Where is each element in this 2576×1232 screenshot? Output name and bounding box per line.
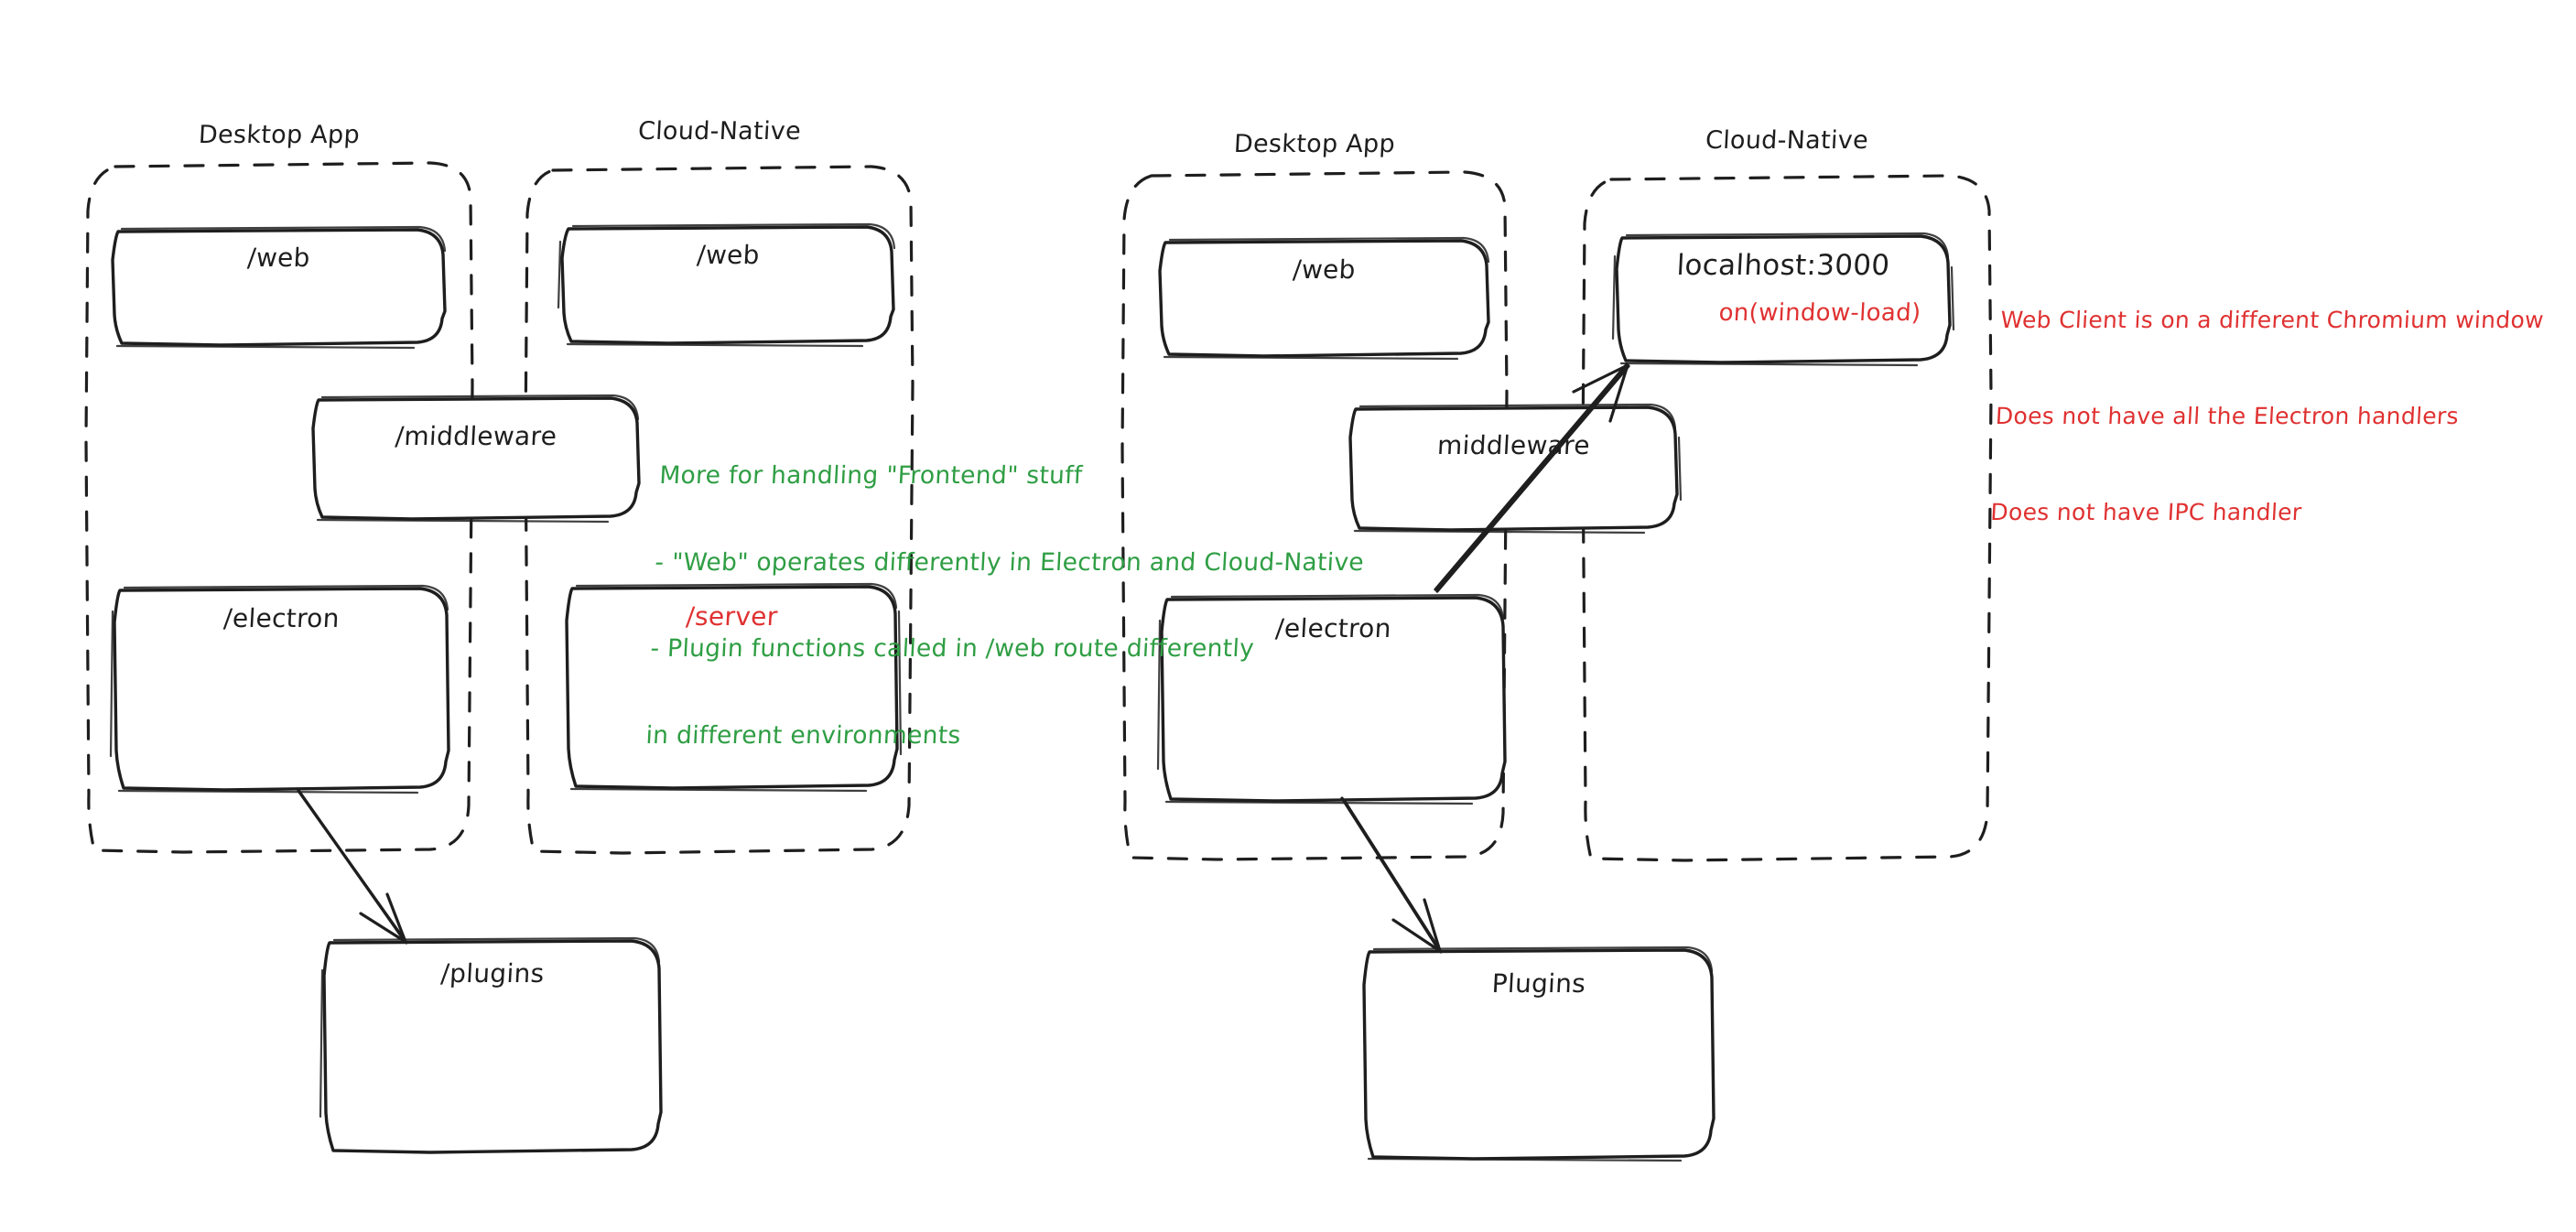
box-label-left-cloud-web: /web bbox=[696, 240, 761, 270]
box-right-plugins bbox=[1362, 946, 1716, 1162]
box-right-localhost bbox=[1611, 232, 1955, 367]
note-red-line-3: Does not have IPC handler bbox=[1989, 499, 2303, 525]
box-left-desktop-web bbox=[111, 225, 447, 350]
box-label-right-desktop-web: /web bbox=[1292, 254, 1357, 285]
box-right-electron bbox=[1156, 593, 1507, 805]
note-green-left: More for handling "Frontend" stuff - "We… bbox=[642, 404, 1368, 807]
note-red-line-1: Web Client is on a different Chromium wi… bbox=[1999, 307, 2545, 333]
group-left-cloud bbox=[524, 165, 915, 855]
box-label-right-middleware: middleware bbox=[1436, 430, 1591, 460]
note-green-line-1: More for handling "Frontend" stuff bbox=[658, 461, 1084, 490]
box-label-left-plugins: /plugins bbox=[439, 958, 546, 989]
note-green-line-4: in different environments bbox=[644, 720, 962, 750]
box-right-middleware bbox=[1348, 403, 1683, 535]
group-title-right-cloud: Cloud-Native bbox=[1705, 126, 1869, 155]
box-right-desktop-web bbox=[1158, 236, 1490, 361]
box-left-middleware bbox=[311, 394, 641, 524]
box-label-right-localhost: localhost:3000 bbox=[1675, 249, 1891, 282]
group-right-desktop bbox=[1120, 170, 1509, 861]
box-label-right-electron: /electron bbox=[1274, 613, 1392, 643]
group-right-cloud bbox=[1581, 174, 1993, 862]
box-label-left-electron: /electron bbox=[222, 603, 341, 633]
group-title-right-desktop: Desktop App bbox=[1233, 130, 1396, 158]
group-title-left-cloud: Cloud-Native bbox=[637, 117, 802, 146]
arrow-left-electron-to-plugins bbox=[296, 787, 408, 945]
note-red-line-2: Does not have all the Electron handlers bbox=[1995, 403, 2460, 429]
box-left-plugins bbox=[319, 936, 663, 1154]
box-left-cloud-web bbox=[557, 222, 896, 348]
box-left-server bbox=[565, 582, 903, 793]
box-left-electron bbox=[109, 584, 450, 794]
box-label-left-desktop-web: /web bbox=[246, 243, 311, 273]
arrow-right-electron-to-plugins bbox=[1340, 796, 1443, 954]
box-label-right-plugins: Plugins bbox=[1490, 968, 1587, 999]
group-left-desktop bbox=[84, 161, 474, 854]
group-title-left-desktop: Desktop App bbox=[198, 121, 361, 149]
arrow-right-electron-to-localhost bbox=[1434, 362, 1630, 593]
box-label-left-middleware: /middleware bbox=[394, 421, 558, 451]
box-sublabel-right-localhost: on(window-load) bbox=[1717, 299, 1922, 327]
note-red-right: Web Client is on a different Chromium wi… bbox=[1986, 240, 2565, 592]
note-green-line-2: - "Web" operates differently in Electron… bbox=[654, 547, 1365, 577]
